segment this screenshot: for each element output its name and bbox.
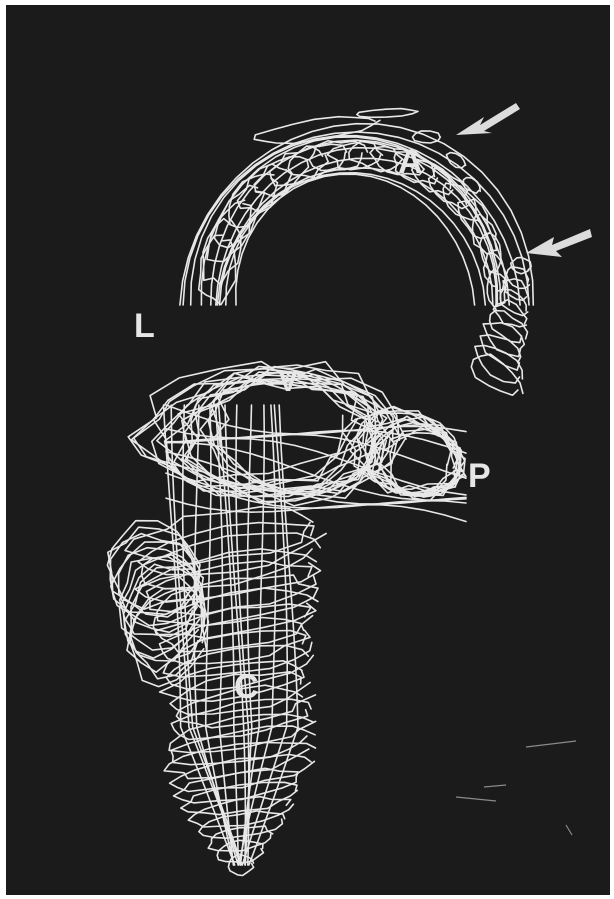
- wireframe-contours: [6, 5, 610, 895]
- lower-arrow-icon: [526, 229, 592, 257]
- label-c: C: [234, 670, 259, 704]
- label-v: V: [278, 367, 298, 397]
- wireframe-reconstruction-figure: A L V P C: [6, 5, 610, 895]
- label-l: L: [134, 309, 155, 343]
- film-scratches: [456, 741, 576, 835]
- upper-arrow-icon: [456, 103, 520, 135]
- label-a: A: [398, 145, 423, 179]
- contour-ring: [480, 335, 521, 370]
- label-p: P: [468, 459, 491, 493]
- contour-ring: [357, 109, 418, 118]
